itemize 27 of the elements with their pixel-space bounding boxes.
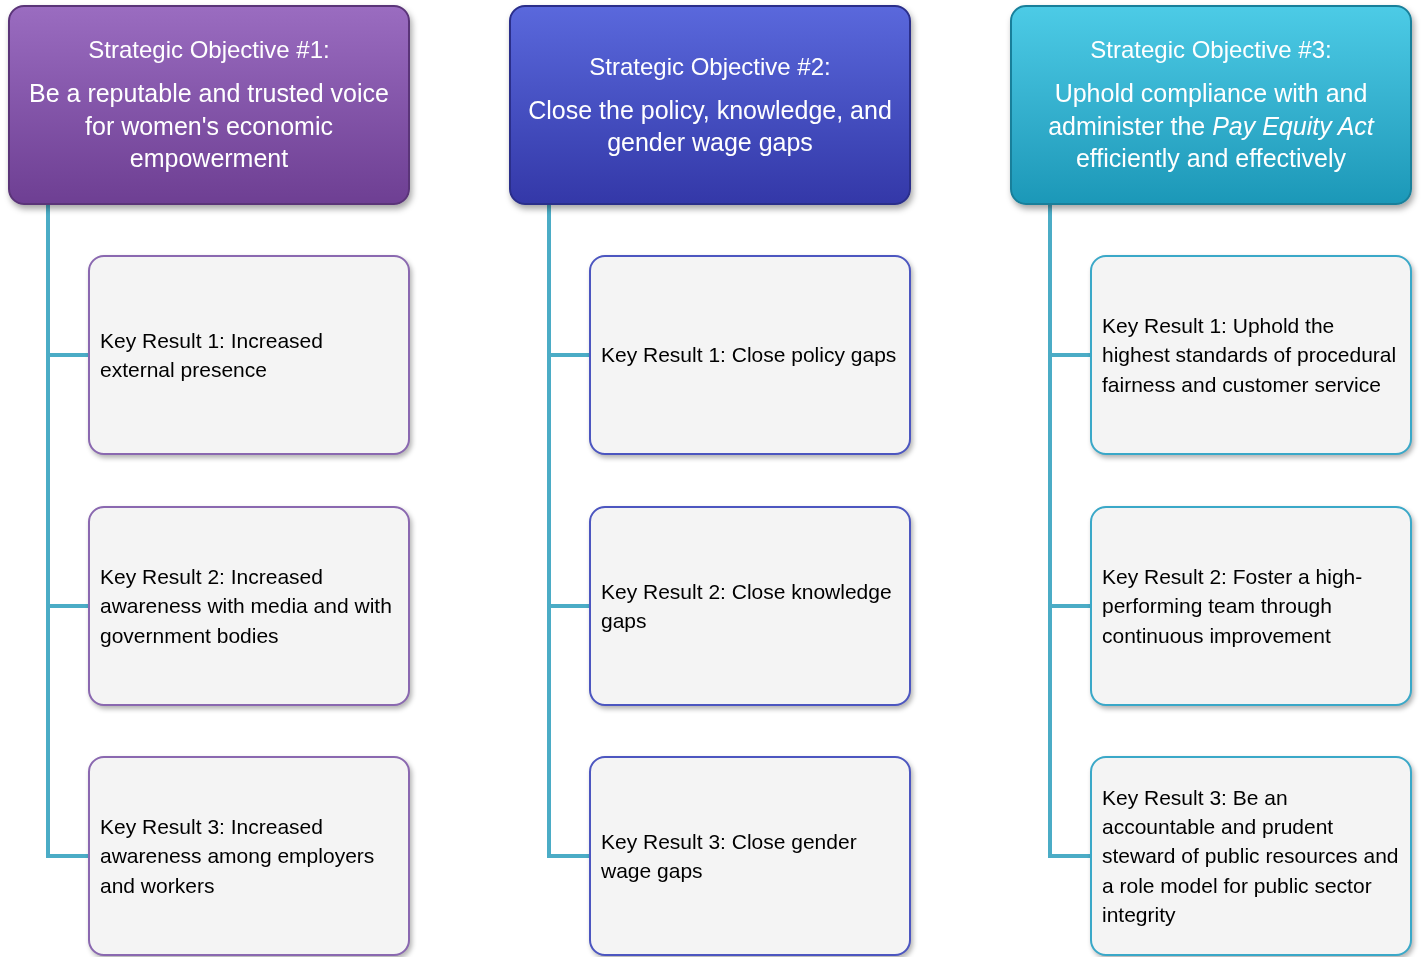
key-result-box xyxy=(1090,756,1412,956)
key-result-text: Key Result 3: Be an accountable and prudent steward of public resources and a role model for public sector integrity xyxy=(1102,784,1400,929)
key-result-text: Key Result 3: Increased awareness among employers and workers xyxy=(100,813,376,899)
key-result-box xyxy=(88,506,410,706)
objective-box xyxy=(509,5,911,205)
key-result-box xyxy=(589,255,911,455)
key-result-text: Key Result 1: Uphold the highest standards of procedural fairness and customer service xyxy=(1102,312,1398,398)
key-result-text: Key Result 2: Close knowledge gaps xyxy=(601,578,893,634)
objective-box xyxy=(1010,5,1412,205)
key-result-box xyxy=(88,255,410,455)
objective-heading: Strategic Objective #3: xyxy=(1090,35,1332,66)
key-result-text: Key Result 1: Increased external presence xyxy=(100,327,324,383)
key-result-text: Key Result 3: Close gender wage gaps xyxy=(601,828,858,884)
objective-text: Close the policy, knowledge, and gender wage gaps xyxy=(527,94,893,158)
key-result-box xyxy=(88,756,410,956)
objective-text: Be a reputable and trusted voice for women's economic empowerment xyxy=(28,78,390,175)
key-result-box xyxy=(1090,255,1412,455)
objective-text: Uphold compliance with and administer the Pay Equity Act efficiently and effectively xyxy=(1047,78,1376,175)
objective-box xyxy=(8,5,410,205)
key-result-box xyxy=(589,756,911,956)
key-result-text: Key Result 2: Foster a high-performing team through continuous improvement xyxy=(1102,563,1364,649)
key-result-text: Key Result 2: Increased awareness with media and with government bodies xyxy=(100,563,393,649)
objective-heading: Strategic Objective #1: xyxy=(88,35,330,66)
key-result-box xyxy=(589,506,911,706)
objective-heading: Strategic Objective #2: xyxy=(589,51,831,82)
key-result-text: Key Result 1: Close policy gaps xyxy=(601,342,898,369)
key-result-box xyxy=(1090,506,1412,706)
